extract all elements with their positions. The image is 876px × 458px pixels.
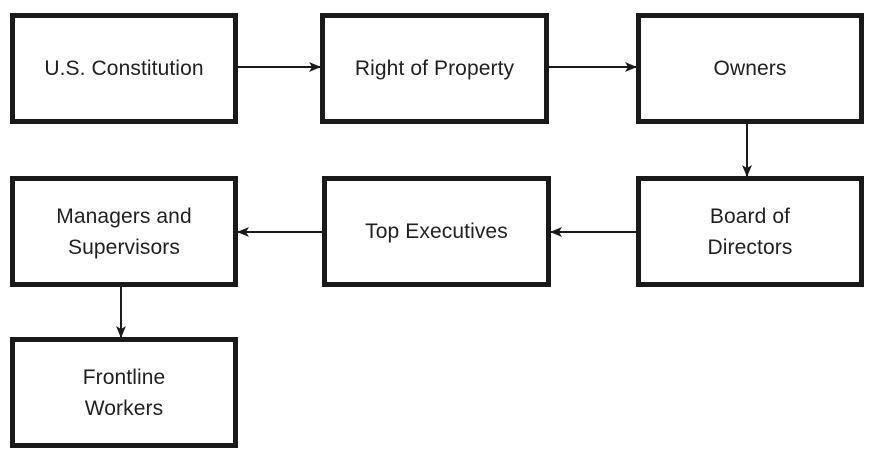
node-board-of-directors: Board of Directors xyxy=(636,176,864,287)
node-frontline-workers: Frontline Workers xyxy=(10,337,238,448)
node-us-constitution: U.S. Constitution xyxy=(10,13,238,124)
node-label: Board of Directors xyxy=(707,204,793,259)
node-managers-and-supervisors: Managers and Supervisors xyxy=(10,176,238,287)
node-label: U.S. Constitution xyxy=(44,57,204,80)
node-label: Managers and Supervisors xyxy=(56,204,192,259)
node-label: Frontline Workers xyxy=(82,365,166,420)
node-label: Owners xyxy=(713,57,787,80)
node-right-of-property: Right of Property xyxy=(320,13,549,124)
node-top-executives: Top Executives xyxy=(322,176,551,287)
node-owners: Owners xyxy=(636,13,864,124)
node-label: Top Executives xyxy=(365,220,508,243)
node-label: Right of Property xyxy=(354,57,515,80)
